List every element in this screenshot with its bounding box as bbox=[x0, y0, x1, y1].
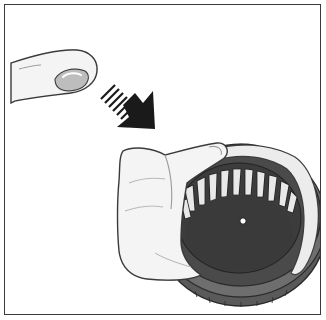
center-hole bbox=[240, 218, 246, 224]
fingertip-icon bbox=[11, 50, 97, 103]
arrow-down-right-icon bbox=[101, 85, 155, 129]
instruction-illustration bbox=[5, 5, 321, 315]
illustration-frame bbox=[4, 4, 321, 315]
